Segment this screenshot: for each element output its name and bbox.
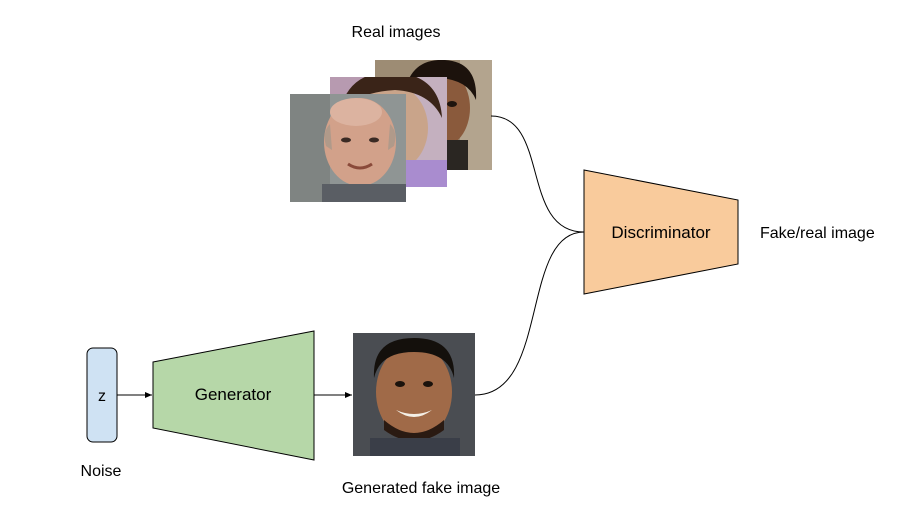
real-images-label: Real images	[352, 24, 441, 41]
generated-image-label: Generated fake image	[342, 480, 500, 497]
discriminator-label: Discriminator	[611, 223, 711, 242]
generator-label: Generator	[195, 385, 272, 404]
connector-fake-to-discriminator	[474, 231, 585, 396]
real-image-bald-man	[290, 94, 406, 202]
noise-symbol: z	[98, 388, 106, 405]
output-label: Fake/real image	[760, 225, 875, 242]
generator-block	[152, 330, 315, 461]
discriminator-block	[583, 169, 739, 295]
connector-real-to-discriminator	[490, 115, 585, 233]
noise-label: Noise	[81, 463, 122, 480]
generated-fake-image	[353, 333, 475, 456]
